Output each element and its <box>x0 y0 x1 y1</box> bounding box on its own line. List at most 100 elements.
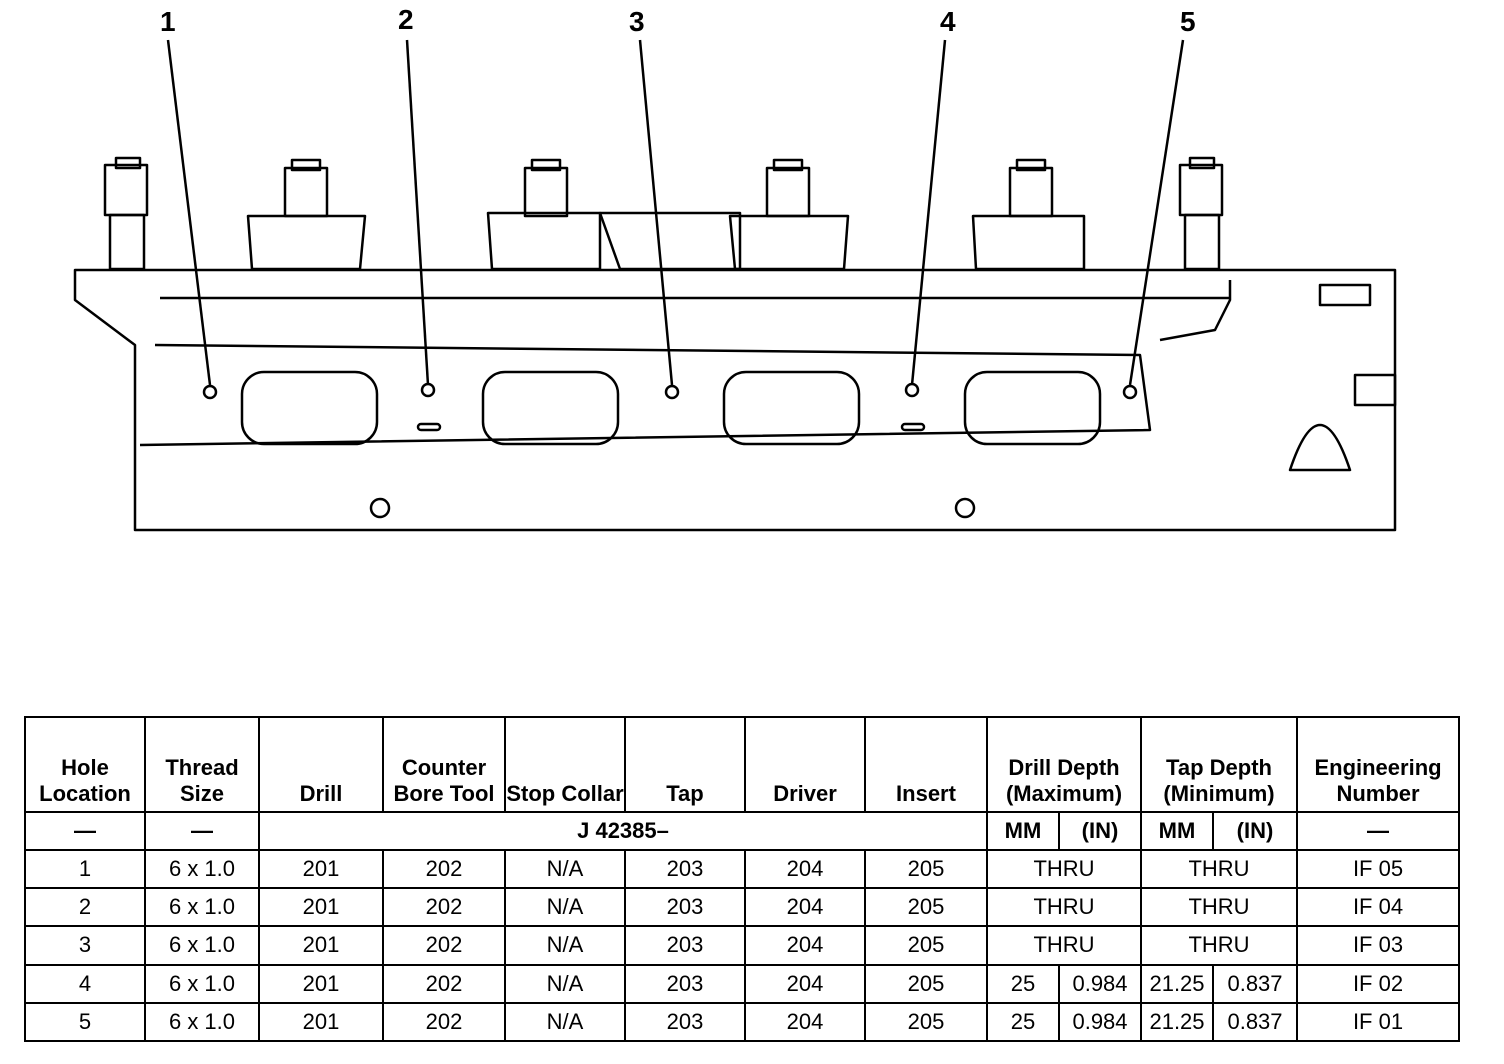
cell-drill-depth: THRU <box>986 848 1142 890</box>
subheader-row: — — J 42385– MM (IN) MM (IN) — <box>24 810 1461 851</box>
cell-drill: 201 <box>258 887 384 928</box>
cell-drill-depth: THRU <box>986 887 1142 928</box>
header-insert: Insert <box>864 716 988 813</box>
cell-drill-depth: THRU <box>986 925 1142 966</box>
cell-tap-mm: 21.25 <box>1140 963 1214 1004</box>
cell-drill: 201 <box>258 925 384 966</box>
table-row: 3 6 x 1.0 201 202 N/A 203 204 205 THRU T… <box>24 925 1461 966</box>
callout-4: 4 <box>940 6 956 37</box>
cell-driver: 204 <box>744 848 866 890</box>
cell-drill-mm: 25 <box>986 963 1060 1004</box>
cell-tap: 203 <box>624 887 746 928</box>
cell-eng: IF 01 <box>1296 1001 1461 1043</box>
cell-insert: 205 <box>864 963 988 1004</box>
header-driver: Driver <box>744 716 866 813</box>
callout-3: 3 <box>629 6 645 37</box>
cell-drill-in: 0.984 <box>1058 1001 1142 1043</box>
cell-cbore: 202 <box>382 1001 506 1043</box>
header-thread-size: Thread Size <box>144 716 260 813</box>
cell-tap: 203 <box>624 963 746 1004</box>
cell-driver: 204 <box>744 887 866 928</box>
cell-tap-depth: THRU <box>1139 887 1299 928</box>
sub-tap-in: (IN) <box>1211 810 1299 851</box>
cell-drill-in: 0.984 <box>1058 963 1142 1004</box>
cell-tap-mm: 21.25 <box>1140 1001 1214 1043</box>
cell-drill: 201 <box>258 1001 384 1043</box>
header-counter-bore-tool: Counter Bore Tool <box>382 716 506 813</box>
cell-eng: IF 05 <box>1296 848 1461 890</box>
cell-tap-in: 0.837 <box>1211 963 1299 1004</box>
cell-eng: IF 04 <box>1296 887 1461 928</box>
header-drill-depth: Drill Depth (Maximum) <box>986 716 1142 813</box>
leader-line-2 <box>405 39 430 386</box>
leader-line-4 <box>910 39 947 386</box>
header-engineering-number: Engineering Number <box>1296 716 1461 813</box>
header-drill: Drill <box>258 716 384 813</box>
header-stop-collar: Stop Collar <box>504 716 626 813</box>
cell-thread: 6 x 1.0 <box>144 887 260 928</box>
callout-2: 2 <box>398 4 414 35</box>
cell-driver: 204 <box>744 963 866 1004</box>
cell-thread: 6 x 1.0 <box>144 848 260 890</box>
table-row: 1 6 x 1.0 201 202 N/A 203 204 205 THRU T… <box>24 848 1461 890</box>
table-row: 5 6 x 1.0 201 202 N/A 203 204 205 25 0.9… <box>24 1001 1461 1043</box>
cell-drill: 201 <box>258 848 384 890</box>
cell-hole: 4 <box>24 963 146 1004</box>
header-hole-location: Hole Location <box>24 716 146 813</box>
cell-insert: 205 <box>864 1001 988 1043</box>
callout-5: 5 <box>1180 6 1196 37</box>
head-body-outline <box>73 268 1397 532</box>
sub-drill-mm: MM <box>986 810 1060 851</box>
cell-driver: 204 <box>744 1001 866 1043</box>
cam-caps <box>103 156 1224 271</box>
cell-collar: N/A <box>504 887 626 928</box>
cell-cbore: 202 <box>382 963 506 1004</box>
callout-1: 1 <box>160 6 176 37</box>
cell-tap: 203 <box>624 1001 746 1043</box>
stud-holes <box>202 382 1138 432</box>
sub-tool-series: J 42385– <box>258 810 988 851</box>
spec-table: Hole Location Thread Size Drill Counter … <box>24 716 1461 1043</box>
cell-drill-mm: 25 <box>986 1001 1060 1043</box>
sub-drill-in: (IN) <box>1058 810 1142 851</box>
cell-collar: N/A <box>504 963 626 1004</box>
cell-tap-depth: THRU <box>1139 848 1299 890</box>
cell-cbore: 202 <box>382 887 506 928</box>
cell-tap-in: 0.837 <box>1211 1001 1299 1043</box>
cell-hole: 2 <box>24 887 146 928</box>
cell-thread: 6 x 1.0 <box>144 963 260 1004</box>
cell-thread: 6 x 1.0 <box>144 925 260 966</box>
cell-collar: N/A <box>504 848 626 890</box>
leader-line-5 <box>1128 39 1185 386</box>
sub-hole-location: — <box>24 810 146 851</box>
table-row: 4 6 x 1.0 201 202 N/A 203 204 205 25 0.9… <box>24 963 1461 1004</box>
cell-tap: 203 <box>624 848 746 890</box>
cell-insert: 205 <box>864 887 988 928</box>
cell-thread: 6 x 1.0 <box>144 1001 260 1043</box>
table-row: 2 6 x 1.0 201 202 N/A 203 204 205 THRU T… <box>24 887 1461 928</box>
exhaust-ports <box>240 370 1102 446</box>
cell-cbore: 202 <box>382 848 506 890</box>
sub-thread-size: — <box>144 810 260 851</box>
cell-insert: 205 <box>864 925 988 966</box>
sub-engineering-number: — <box>1296 810 1461 851</box>
header-tap: Tap <box>624 716 746 813</box>
cell-hole: 3 <box>24 925 146 966</box>
cell-insert: 205 <box>864 848 988 890</box>
cell-eng: IF 03 <box>1296 925 1461 966</box>
leader-line-1 <box>166 39 212 386</box>
cell-hole: 5 <box>24 1001 146 1043</box>
cell-eng: IF 02 <box>1296 963 1461 1004</box>
cell-collar: N/A <box>504 1001 626 1043</box>
cell-cbore: 202 <box>382 925 506 966</box>
cell-collar: N/A <box>504 925 626 966</box>
cylinder-head-diagram <box>73 39 1397 532</box>
sub-tap-mm: MM <box>1140 810 1214 851</box>
cell-drill: 201 <box>258 963 384 1004</box>
header-row: Hole Location Thread Size Drill Counter … <box>24 716 1461 813</box>
header-tap-depth: Tap Depth (Minimum) <box>1139 716 1299 813</box>
cell-tap-depth: THRU <box>1139 925 1299 966</box>
cell-hole: 1 <box>24 848 146 890</box>
cell-tap: 203 <box>624 925 746 966</box>
cell-driver: 204 <box>744 925 866 966</box>
